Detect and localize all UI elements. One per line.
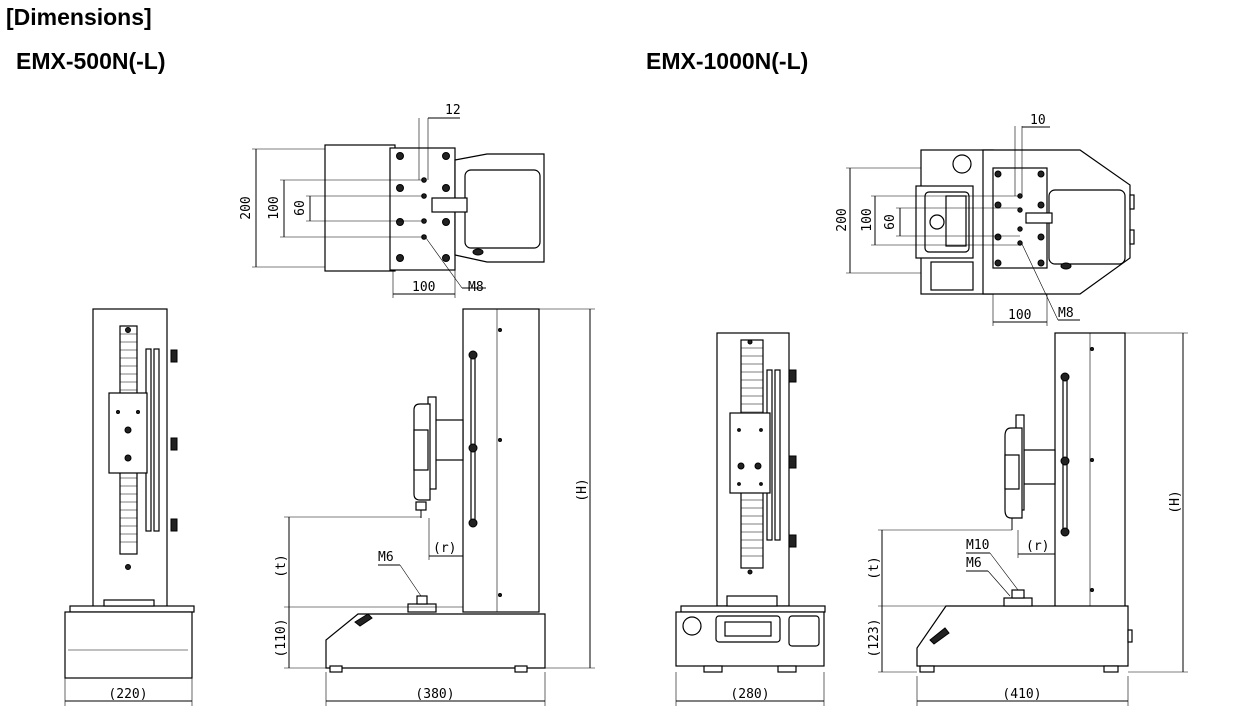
emx500-side-reach-label: (r) bbox=[433, 541, 456, 556]
emx1000-front-width-label: (280) bbox=[730, 687, 769, 702]
emx500-side-thread-label: M6 bbox=[378, 550, 394, 565]
emx1000-top-offset-label: 10 bbox=[1030, 113, 1046, 128]
emx500-front-width-label: (220) bbox=[108, 687, 147, 702]
emx500-side-length-label: (380) bbox=[415, 687, 454, 702]
emx500-front-view bbox=[64, 308, 195, 706]
emx500-top-hole-outer-label: 100 bbox=[267, 196, 282, 219]
emx1000-side-base-label: (123) bbox=[867, 618, 882, 657]
emx1000-side-thread-label: M6 bbox=[966, 556, 982, 571]
emx1000-side-thread-top-label: M10 bbox=[966, 538, 989, 553]
emx500-top-width-label: 100 bbox=[412, 280, 435, 295]
emx1000-top-view bbox=[846, 126, 1135, 326]
emx1000-top-hole-inner-label: 60 bbox=[883, 214, 898, 230]
page-title: [Dimensions] bbox=[6, 4, 152, 30]
model-title-emx-500n: EMX-500N(-L) bbox=[16, 48, 166, 74]
emx500-side-travel-label: (t) bbox=[274, 554, 289, 577]
emx500-side-height-label: (H) bbox=[575, 478, 590, 501]
emx500-top-view bbox=[252, 117, 545, 298]
model-title-emx-1000n: EMX-1000N(-L) bbox=[646, 48, 809, 74]
emx1000-side-view bbox=[878, 332, 1188, 706]
emx1000-top-depth-label: 200 bbox=[835, 208, 850, 231]
emx1000-front-view bbox=[675, 332, 826, 706]
emx500-top-hole-inner-label: 60 bbox=[293, 200, 308, 216]
emx1000-side-travel-label: (t) bbox=[867, 556, 882, 579]
emx1000-side-length-label: (410) bbox=[1002, 687, 1041, 702]
emx1000-side-height-label: (H) bbox=[1168, 490, 1183, 513]
emx500-top-depth-label: 200 bbox=[239, 196, 254, 219]
emx1000-top-width-label: 100 bbox=[1008, 308, 1031, 323]
emx500-top-thread-label: M8 bbox=[468, 280, 484, 295]
emx500-side-view bbox=[284, 308, 595, 706]
emx1000-side-reach-label: (r) bbox=[1026, 539, 1049, 554]
emx1000-top-thread-label: M8 bbox=[1058, 306, 1074, 321]
emx500-side-base-label: (110) bbox=[274, 618, 289, 657]
emx1000-top-hole-outer-label: 100 bbox=[860, 208, 875, 231]
emx500-top-offset-label: 12 bbox=[445, 103, 461, 118]
